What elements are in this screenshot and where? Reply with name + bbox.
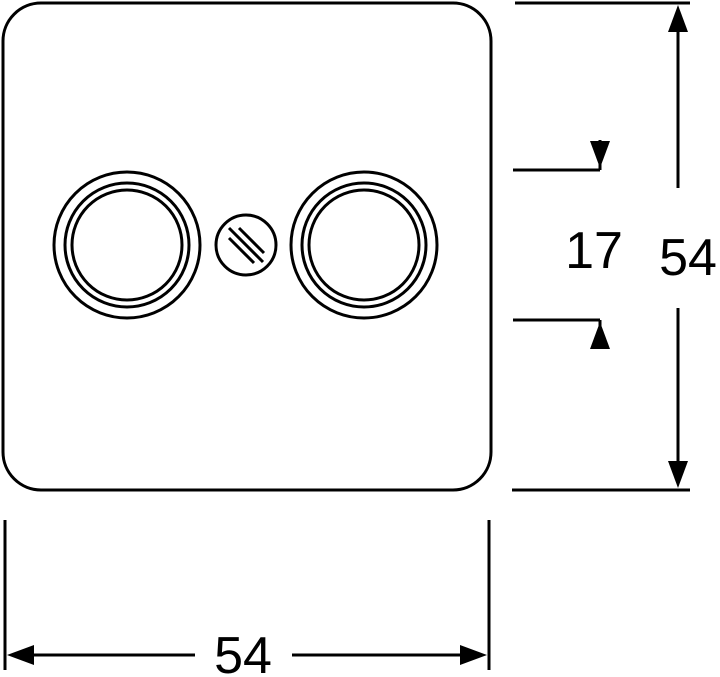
width-dimension-line bbox=[7, 645, 487, 665]
height-label: 54 bbox=[659, 229, 717, 287]
arrow-up-icon bbox=[590, 322, 610, 349]
height-dimension-line bbox=[668, 5, 688, 488]
arrow-down-icon bbox=[590, 141, 610, 168]
spacing-dimension bbox=[513, 140, 610, 349]
width-label: 54 bbox=[214, 627, 272, 677]
screw-icon bbox=[214, 213, 278, 277]
arrow-up-icon bbox=[668, 5, 688, 32]
spacing-label: 17 bbox=[565, 222, 623, 280]
arrow-left-icon bbox=[7, 645, 34, 665]
left-socket bbox=[52, 170, 202, 320]
arrow-down-icon bbox=[668, 461, 688, 488]
arrow-right-icon bbox=[460, 645, 487, 665]
right-socket bbox=[289, 170, 439, 320]
